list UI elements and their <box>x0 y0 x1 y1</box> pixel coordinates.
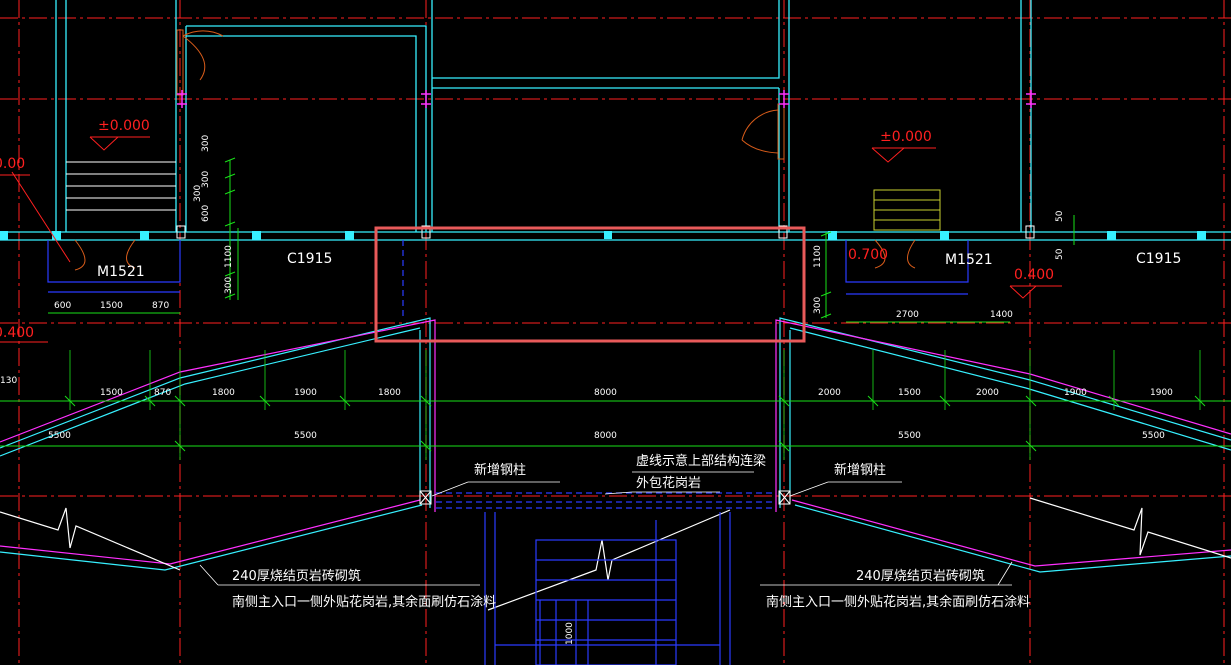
dim-v-left-1: 300 <box>201 135 211 152</box>
elevation-step-right-label: 0.400 <box>1014 267 1054 283</box>
note-beam-1: 虚线示意上部结构连梁 <box>636 453 766 469</box>
dim-row1-4: 1900 <box>294 388 317 398</box>
dim-door-right-b: 1400 <box>990 310 1013 320</box>
elevation-left-label: ±0.000 <box>98 118 150 134</box>
elevation-markers <box>0 136 1062 343</box>
dim-v-right-1: 1100 <box>813 245 823 268</box>
dim-v-left-3: 300 <box>193 185 203 202</box>
window-left-label: C1915 <box>287 251 332 267</box>
note-wall-left-1: 240厚烧结页岩砖砌筑 <box>232 568 361 584</box>
dimension-ticks <box>64 157 1206 452</box>
stair-lower <box>484 512 731 665</box>
dim-v-left-4: 600 <box>201 205 211 222</box>
walls-upper <box>0 0 1231 241</box>
dim-row2-4: 5500 <box>1142 431 1165 441</box>
dim-row1-10: 1900 <box>1064 388 1087 398</box>
dimension-lines <box>0 160 1231 447</box>
door-left-label: M1521 <box>97 264 145 280</box>
dim-row1-1: 1500 <box>100 388 123 398</box>
dim-v-right-2: 300 <box>813 297 823 314</box>
new-columns <box>419 490 791 505</box>
dim-row1-6: 8000 <box>594 388 617 398</box>
note-wall-right-2: 南侧主入口一侧外贴花岗岩,其余面刷仿石涂料 <box>766 594 1030 610</box>
dim-row2-1: 5500 <box>294 431 317 441</box>
dim-row1-2: 870 <box>154 388 171 398</box>
note-wall-right-1: 240厚烧结页岩砖砌筑 <box>856 568 985 584</box>
dim-v-left-6: 300 <box>224 277 234 294</box>
dim-row2-0: 5500 <box>48 431 71 441</box>
elevation-edge-bottom-label: 0.400 <box>0 325 34 341</box>
note-new-column-left: 新增钢柱 <box>474 462 526 478</box>
elevation-door-right-label: 0.700 <box>848 247 888 263</box>
dim-v-left-2: 300 <box>201 171 211 188</box>
dim-door-left-c: 870 <box>152 301 169 311</box>
door-right-label: M1521 <box>945 252 993 268</box>
wall-posts <box>0 231 1206 240</box>
dim-door-right-a: 2700 <box>896 310 919 320</box>
dim-row1-7: 2000 <box>818 388 841 398</box>
dim-row1-0: 130 <box>0 376 17 386</box>
stair-left <box>66 161 176 211</box>
dim-v-right-mid: 50 <box>1055 248 1065 260</box>
dim-door-left-b: 1500 <box>100 301 123 311</box>
elevation-right-label: ±0.000 <box>880 129 932 145</box>
vertical-extension-lines <box>69 350 1201 460</box>
dim-row1-3: 1800 <box>212 388 235 398</box>
dim-row2-3: 5500 <box>898 431 921 441</box>
dim-v-right-top: 50 <box>1055 210 1065 222</box>
selection-highlight-box[interactable] <box>374 226 806 343</box>
dim-row1-5: 1800 <box>378 388 401 398</box>
doors <box>74 29 916 271</box>
dim-row1-11: 1900 <box>1150 388 1173 398</box>
dim-stair-depth: 1000 <box>565 622 575 645</box>
dim-row1-8: 1500 <box>898 388 921 398</box>
note-new-column-right: 新增钢柱 <box>834 462 886 478</box>
dim-row1-9: 2000 <box>976 388 999 398</box>
window-right-label: C1915 <box>1136 251 1181 267</box>
sill-boxes <box>47 240 969 320</box>
dim-row2-2: 8000 <box>594 431 617 441</box>
note-beam-2: 外包花岗岩 <box>636 475 701 491</box>
elevation-edge-top-label: 0.00 <box>0 156 25 172</box>
leader-lines <box>199 471 1013 586</box>
dim-door-left-a: 600 <box>54 301 71 311</box>
break-lines <box>0 497 1231 611</box>
stair-right <box>873 189 941 231</box>
note-wall-left-2: 南侧主入口一侧外贴花岗岩,其余面刷仿石涂料 <box>232 594 496 610</box>
canopy-walls <box>0 317 1231 573</box>
wall-columns <box>176 225 1035 239</box>
dim-v-left-5: 1100 <box>224 245 234 268</box>
steel-markers <box>177 90 1036 108</box>
connecting-beam <box>436 492 776 509</box>
